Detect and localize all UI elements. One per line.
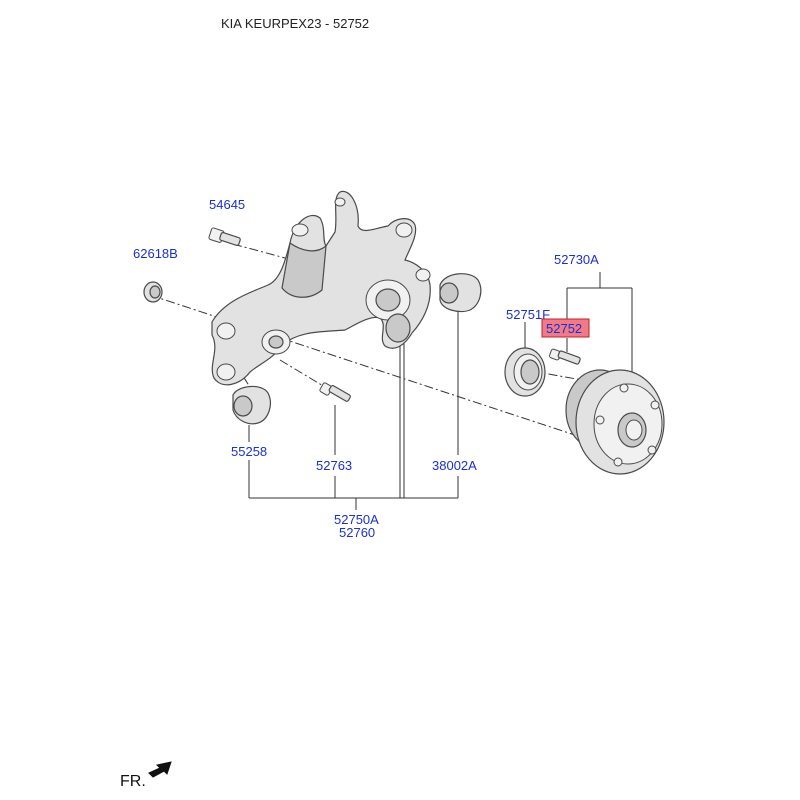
label-54645[interactable]: 54645 [209, 197, 245, 212]
label-52763[interactable]: 52763 [316, 458, 352, 473]
hub-assembly-52730A[interactable] [565, 369, 665, 475]
dust-cover-52751F[interactable] [504, 347, 546, 397]
page-title: KIA KEURPEX23 - 52752 [221, 16, 370, 31]
knuckle-assembly[interactable] [211, 190, 431, 386]
bolt-52752[interactable] [548, 348, 581, 365]
label-52730A[interactable]: 52730A [554, 252, 599, 267]
part-labels: 54645 62618B 52730A 52751F 52752 55258 5… [133, 197, 599, 540]
axis-line-bolt-52763 [279, 359, 331, 391]
bolt-54645[interactable] [208, 227, 241, 246]
bushing-38002A[interactable] [439, 273, 482, 313]
label-38002A[interactable]: 38002A [432, 458, 477, 473]
front-direction-arrow-icon [148, 761, 172, 778]
label-52750A[interactable]: 52750A [334, 512, 379, 527]
axis-line-main [149, 294, 591, 441]
label-55258[interactable]: 55258 [231, 444, 267, 459]
bolt-52763[interactable] [319, 382, 351, 402]
label-52751F[interactable]: 52751F [506, 307, 550, 322]
cap-62618B[interactable] [143, 281, 163, 303]
bushing-55258[interactable] [232, 385, 271, 425]
selected-part-highlight [541, 318, 590, 338]
leader-lines [248, 272, 633, 510]
label-52752[interactable]: 52752 [546, 321, 582, 336]
front-direction-label: FR. [120, 773, 146, 790]
label-62618B[interactable]: 62618B [133, 246, 178, 261]
label-52760[interactable]: 52760 [339, 525, 375, 540]
